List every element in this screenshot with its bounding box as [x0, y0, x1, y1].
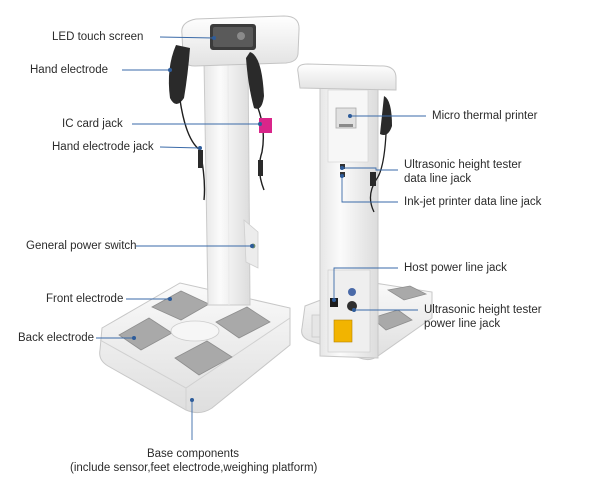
rear-head [297, 63, 397, 91]
label-hand-electrode-jack: Hand electrode jack [52, 141, 154, 153]
label-micro-thermal-printer: Micro thermal printer [432, 110, 538, 122]
ic-card [259, 118, 272, 133]
label-front-electrode: Front electrode [46, 293, 124, 305]
label-ultrasonic-power-line-jack-line1: Ultrasonic height tester [424, 304, 542, 316]
label-ultrasonic-power-line-jack: Ultrasonic height tester power line jack [424, 303, 542, 331]
front-head [181, 15, 300, 67]
label-ultrasonic-data-line-jack: Ultrasonic height tester data line jack [404, 158, 522, 186]
label-base-components-line2: (include sensor,feet electrode,weighing … [70, 462, 318, 474]
front-electrode-pad-right [215, 306, 271, 339]
label-base-components-line1: Base components [146, 448, 240, 460]
label-ultrasonic-data-line-jack-line1: Ultrasonic height tester [404, 159, 522, 171]
warning-label [333, 319, 353, 343]
label-ic-card-jack: IC card jack [62, 118, 123, 130]
label-general-power-switch: General power switch [26, 240, 137, 252]
label-base-components: Base components (include sensor,feet ele… [70, 447, 318, 475]
label-host-power-line-jack: Host power line jack [404, 262, 507, 274]
label-ultrasonic-data-line-jack-line2: data line jack [404, 173, 472, 185]
leader-lines [96, 36, 426, 440]
front-column [203, 55, 259, 306]
back-electrode-pad-right [174, 340, 233, 376]
rear-unit [297, 63, 433, 361]
front-base [99, 282, 291, 414]
thermal-printer-slot [335, 107, 357, 129]
host-power-jack [330, 298, 338, 307]
label-led-touch-screen: LED touch screen [52, 31, 144, 43]
label-inkjet-printer-data-line-jack: Ink-jet printer data line jack [404, 196, 542, 208]
rear-column [319, 81, 379, 359]
label-ultrasonic-power-line-jack-line2: power line jack [424, 318, 501, 330]
front-unit [99, 15, 300, 414]
label-back-electrode: Back electrode [18, 332, 95, 344]
label-hand-electrode: Hand electrode [30, 64, 108, 76]
